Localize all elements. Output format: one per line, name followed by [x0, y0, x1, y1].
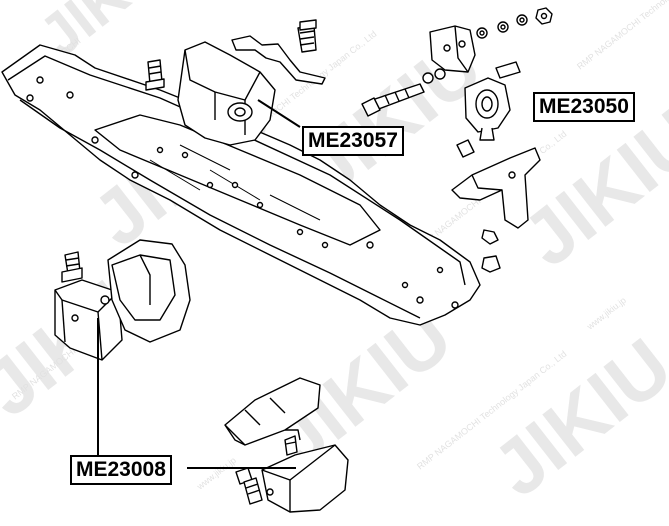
leader-line-top-mount [257, 99, 301, 128]
svg-text:www.jikiu.jp: www.jikiu.jp [584, 295, 628, 332]
svg-text:www.jikiu.jp: www.jikiu.jp [194, 455, 238, 492]
part-number-label-top-mount[interactable]: ME23057 [302, 126, 404, 156]
engine-mount-left [54, 239, 191, 361]
part-number-label-left-mount[interactable]: ME23008 [70, 455, 172, 485]
part-number-label-right-mount[interactable]: ME23050 [533, 92, 635, 122]
mount-bracket-right [361, 7, 553, 273]
engine-mount-bottom [224, 377, 349, 513]
engine-mount-top [145, 19, 326, 146]
svg-text:RMP NAGAMOCHI Technology Japan: RMP NAGAMOCHI Technology Japan Co., Ltd [575, 0, 669, 72]
svg-text:JIKIU: JIKIU [476, 321, 669, 513]
leader-lines [97, 99, 301, 469]
